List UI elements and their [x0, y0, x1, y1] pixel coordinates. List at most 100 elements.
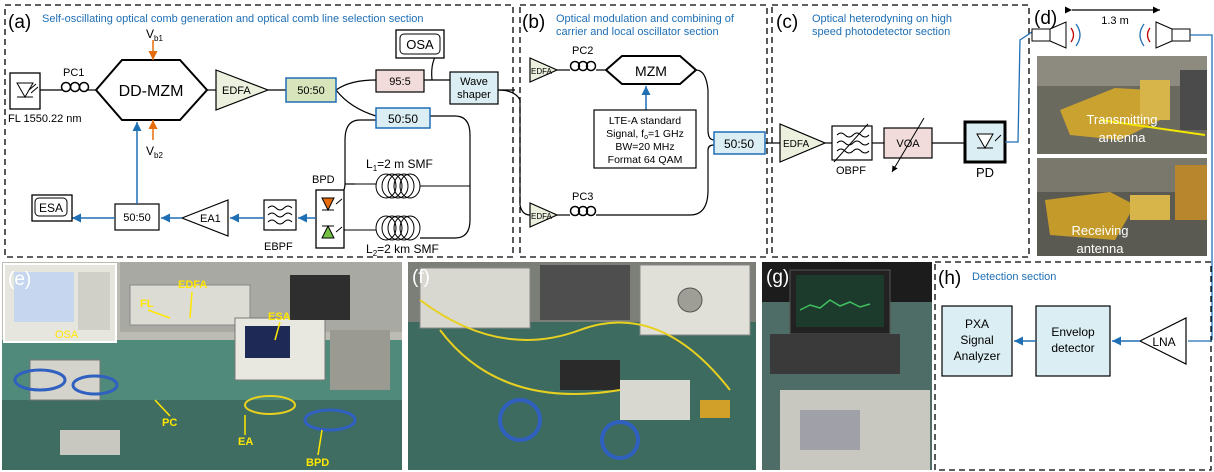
lte-line-4: Format 64 QAM: [608, 154, 683, 166]
mzm-b: MZM: [604, 55, 698, 85]
bpd: BPD: [312, 174, 345, 249]
edfa-a: EDFA: [215, 69, 270, 111]
edfa-b-bottom-label: EDFA: [531, 212, 553, 221]
section-a-title: Self-oscillating optical comb generation…: [42, 13, 424, 25]
section-a-letter: (a): [8, 12, 31, 33]
photo-label-bpd: BPD: [306, 457, 329, 469]
pc1: PC1: [60, 67, 90, 93]
edfa-b-bottom: EDFA: [529, 202, 559, 228]
photo-label-fl: FL: [140, 298, 154, 310]
tx-horn-icon: [1031, 21, 1081, 49]
osa-a: OSA: [395, 29, 445, 59]
dd-mzm: DD-MZM Vb1 Vb2: [94, 27, 209, 160]
rx-horn-icon: [1139, 21, 1213, 340]
pc3-label: PC3: [572, 191, 593, 203]
tx-antenna-label-2: antenna: [1099, 130, 1147, 145]
voa-label: VOA: [896, 138, 920, 150]
section-h-title: Detection section: [972, 271, 1056, 283]
tx-antenna-label-1: Transmitting: [1086, 112, 1157, 127]
coupler-top-label: 50:50: [297, 85, 325, 97]
coupler-mid-label: 50:50: [388, 112, 418, 126]
esa-a: ESA: [31, 194, 73, 222]
vb2-label: Vb2: [146, 144, 163, 160]
pxa-analyzer: PXA Signal Analyzer: [941, 305, 1013, 377]
splitter-95-5-label: 95:5: [389, 76, 410, 88]
lte-signal-box: LTE-A standard Signal, fo=1 GHz BW=20 MH…: [593, 109, 697, 169]
pd-label: PD: [976, 165, 994, 180]
rx-antenna-label-2: antenna: [1077, 241, 1125, 256]
photo-e-pointers: [147, 291, 323, 456]
lte-line-3: BW=20 MHz: [615, 141, 674, 153]
section-b-title-2: carrier and local oscillator section: [556, 26, 719, 38]
l2-label: L2=2 km SMF: [366, 242, 439, 258]
section-c: (c) Optical heterodyning on high speed p…: [771, 4, 1033, 258]
ebpf-label: EBPF: [264, 241, 293, 253]
photo-label-esa: ESA: [268, 311, 291, 323]
section-h-letter: (h): [938, 268, 961, 289]
edfa-a-label: EDFA: [222, 85, 251, 97]
coupler-mid: 50:50: [375, 107, 431, 129]
ea1-label: EA1: [200, 213, 221, 225]
laser-label: FL 1550.22 nm: [8, 113, 82, 125]
edfa-c: EDFA: [779, 123, 827, 163]
fiber-lines-b: [497, 69, 780, 216]
esa-a-label: ESA: [39, 201, 63, 215]
section-b-title-1: Optical modulation and combining of: [556, 13, 735, 25]
section-a-frame: [4, 4, 514, 258]
splitter-95-5: 95:5: [375, 69, 425, 93]
pxa-line-1: PXA: [965, 317, 989, 331]
waveshaper-line1: Wave: [460, 76, 488, 88]
section-c-frame: [771, 4, 1030, 258]
section-f-photo: (f): [408, 262, 756, 470]
vb1-label: Vb1: [146, 27, 163, 43]
osa-a-label: OSA: [406, 37, 434, 52]
photo-label-edfa: EDFA: [178, 279, 207, 291]
pc2: PC2: [569, 45, 597, 72]
coupler-top: 50:50: [285, 77, 337, 103]
pc3: PC3: [569, 191, 597, 217]
section-g-photo: (g): [762, 262, 932, 470]
fiber-spool-l2: [345, 215, 421, 241]
coupler-bottom: 50:50: [114, 203, 160, 231]
voa: VOA: [883, 117, 933, 173]
section-e-photo: (e) OSA FL EDFA ESA PC EA BPD: [2, 262, 402, 470]
lte-line-2: Signal, fo=1 GHz: [606, 128, 684, 141]
pxa-line-2: Signal: [960, 333, 993, 347]
coupler-bottom-label: 50:50: [123, 212, 151, 224]
ea1: EA1: [180, 199, 229, 237]
pd: PD: [963, 120, 1007, 180]
obpf: OBPF: [831, 123, 873, 177]
photo-label-ea: EA: [238, 436, 253, 448]
section-h: (h) Detection section PXA Signal Analyze…: [934, 261, 1212, 471]
pd-to-antenna-cable: [1005, 31, 1033, 143]
l1-label: L1=2 m SMF: [366, 157, 433, 173]
edfa-b-top: EDFA: [529, 57, 559, 83]
mzm-b-label: MZM: [635, 63, 667, 79]
section-e-letter: (e): [8, 269, 31, 290]
waveshaper-line2: shaper: [457, 89, 491, 101]
section-c-letter: (c): [776, 12, 798, 33]
bpd-label: BPD: [312, 174, 335, 186]
coupler-b-label: 50:50: [724, 137, 754, 151]
edfa-b-top-label: EDFA: [531, 67, 553, 76]
pc2-label: PC2: [572, 45, 593, 57]
section-f-letter: (f): [412, 267, 430, 288]
section-c-title-2: speed photodetector section: [812, 26, 950, 38]
lna: LNA: [1138, 317, 1187, 365]
env-line-1: Envelop: [1051, 325, 1095, 339]
rx-antenna-photo: Receiving antenna: [1037, 158, 1207, 256]
section-d-letter: (d): [1034, 8, 1057, 29]
pc1-label: PC1: [63, 67, 84, 79]
section-h-frame: [934, 261, 1212, 471]
lte-line-1: LTE-A standard: [609, 115, 681, 127]
rx-antenna-label-1: Receiving: [1071, 223, 1128, 238]
waveshaper: Wave shaper: [449, 71, 499, 105]
envelope-detector: Envelop detector: [1035, 305, 1111, 377]
laser-fl: FL 1550.22 nm: [8, 72, 82, 125]
coupler-b: 50:50: [713, 131, 766, 155]
lna-label: LNA: [1152, 335, 1175, 349]
distance-label: 1.3 m: [1101, 15, 1129, 27]
photo-label-pc: PC: [162, 417, 177, 429]
photo-label-osa: OSA: [55, 329, 79, 341]
